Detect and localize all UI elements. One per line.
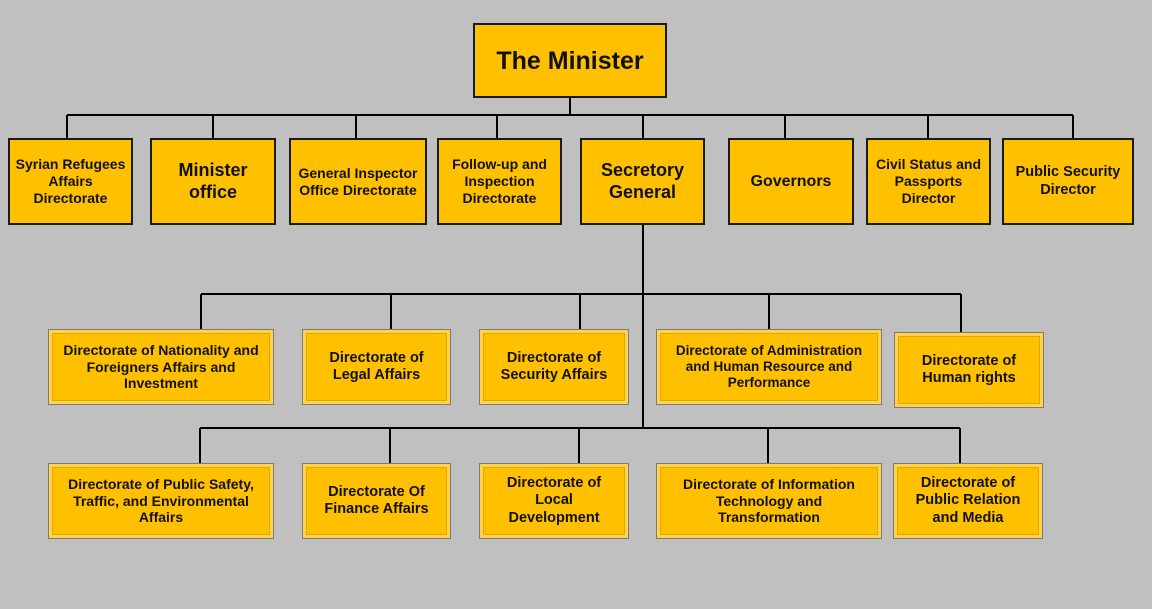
information-technology-directorate-box: Directorate of Information Technology an… [656, 463, 882, 539]
nationality-directorate-label: Directorate of Nationality and Foreigner… [63, 341, 259, 392]
public-security-label: Public Security Director [1015, 164, 1121, 198]
legal-directorate-label: Directorate of Legal Affairs [329, 349, 424, 383]
civil-status-label: Civil Status and Passports Director [875, 156, 982, 206]
finance-directorate-box: Directorate Of Finance Affairs [302, 463, 451, 539]
civil-status-box: Civil Status and Passports Director [866, 138, 991, 225]
general-inspector-label: General Inspector Office Directorate [298, 164, 418, 198]
security-directorate-label: Directorate of Security Affairs [500, 349, 608, 383]
local-development-directorate-label: Directorate of Local Development [506, 474, 602, 526]
governors-label: Governors [750, 172, 832, 190]
follow-up-box: Follow-up and Inspection Directorate [437, 138, 562, 225]
governors-box: Governors [728, 138, 854, 225]
local-development-directorate-box: Directorate of Local Development [479, 463, 629, 539]
human-rights-directorate-label: Directorate of Human rights [921, 352, 1017, 386]
public-safety-directorate-box: Directorate of Public Safety, Traffic, a… [48, 463, 274, 539]
public-relation-directorate-label: Directorate of Public Relation and Media [915, 474, 1021, 526]
follow-up-label: Follow-up and Inspection Directorate [452, 156, 547, 206]
the-minister-box: The Minister [473, 23, 667, 98]
administration-directorate-box: Directorate of Administration and Human … [656, 329, 882, 405]
general-inspector-box: General Inspector Office Directorate [289, 138, 427, 225]
syrian-refugees-box: Syrian Refugees Affairs Directorate [8, 138, 133, 225]
human-rights-directorate-box: Directorate of Human rights [894, 332, 1044, 408]
public-security-box: Public Security Director [1002, 138, 1134, 225]
legal-directorate-box: Directorate of Legal Affairs [302, 329, 451, 405]
the-minister-label: The Minister [496, 46, 644, 75]
public-relation-directorate-box: Directorate of Public Relation and Media [893, 463, 1043, 539]
security-directorate-box: Directorate of Security Affairs [479, 329, 629, 405]
secretory-general-box: Secretory General [580, 138, 705, 225]
minister-office-box: Minister office [150, 138, 276, 225]
nationality-directorate-box: Directorate of Nationality and Foreigner… [48, 329, 274, 405]
finance-directorate-label: Directorate Of Finance Affairs [324, 483, 429, 517]
administration-directorate-label: Directorate of Administration and Human … [675, 342, 863, 391]
syrian-refugees-label: Syrian Refugees Affairs Directorate [15, 156, 126, 206]
information-technology-directorate-label: Directorate of Information Technology an… [683, 475, 855, 526]
public-safety-directorate-label: Directorate of Public Safety, Traffic, a… [68, 475, 254, 526]
minister-office-label: Minister office [178, 159, 248, 202]
secretory-general-label: Secretory General [600, 159, 685, 202]
